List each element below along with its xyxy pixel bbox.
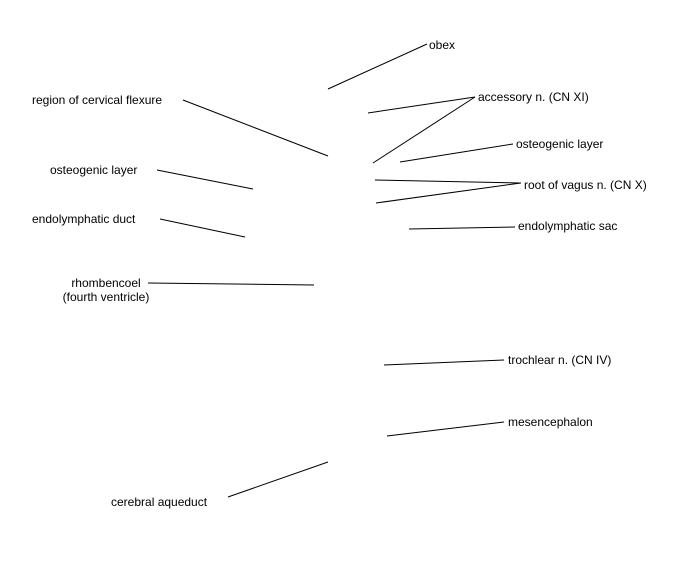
label-cerebral-aqueduct: cerebral aqueduct	[111, 495, 208, 509]
label-osteogenic-layer-left: osteogenic layer	[50, 163, 138, 177]
leader-line-cerebral-aqueduct	[227, 461, 329, 498]
label-mesencephalon: mesencephalon	[508, 415, 593, 429]
leader-line-osteogenic-right	[399, 143, 514, 163]
leader-line-trochlear	[383, 359, 505, 366]
leader-line-accessory-1	[367, 96, 476, 114]
leader-line-vagus-1	[374, 179, 522, 184]
leader-line-endolymphatic-sac	[408, 226, 516, 230]
label-rhombencoel-line2: (fourth ventricle)	[62, 290, 150, 304]
label-region-of-cervical-flexure: region of cervical flexure	[32, 93, 163, 107]
leader-line-endolymphatic-duct	[159, 218, 246, 238]
label-rhombencoel-line1: rhombencoel	[71, 276, 141, 290]
leader-line-rhombencoel	[147, 282, 315, 286]
leader-line-mesencephalon	[386, 421, 505, 437]
label-osteogenic-layer-right: osteogenic layer	[516, 137, 604, 151]
label-obex: obex	[429, 38, 456, 52]
leader-line-accessory-2	[372, 96, 476, 164]
leader-line-osteogenic-left	[156, 169, 254, 190]
label-root-of-vagus-nerve: root of vagus n. (CN X)	[524, 178, 647, 192]
leader-line-obex	[327, 43, 428, 90]
label-accessory-nerve: accessory n. (CN XI)	[478, 90, 589, 104]
leader-line-vagus-2	[375, 182, 522, 204]
leader-line-cervical-flexure	[182, 99, 329, 157]
label-endolymphatic-duct: endolymphatic duct	[32, 212, 136, 226]
label-rhombencoel: rhombencoel (fourth ventricle)	[56, 276, 156, 304]
label-endolymphatic-sac: endolymphatic sac	[518, 219, 618, 233]
label-trochlear-nerve: trochlear n. (CN IV)	[508, 353, 612, 367]
